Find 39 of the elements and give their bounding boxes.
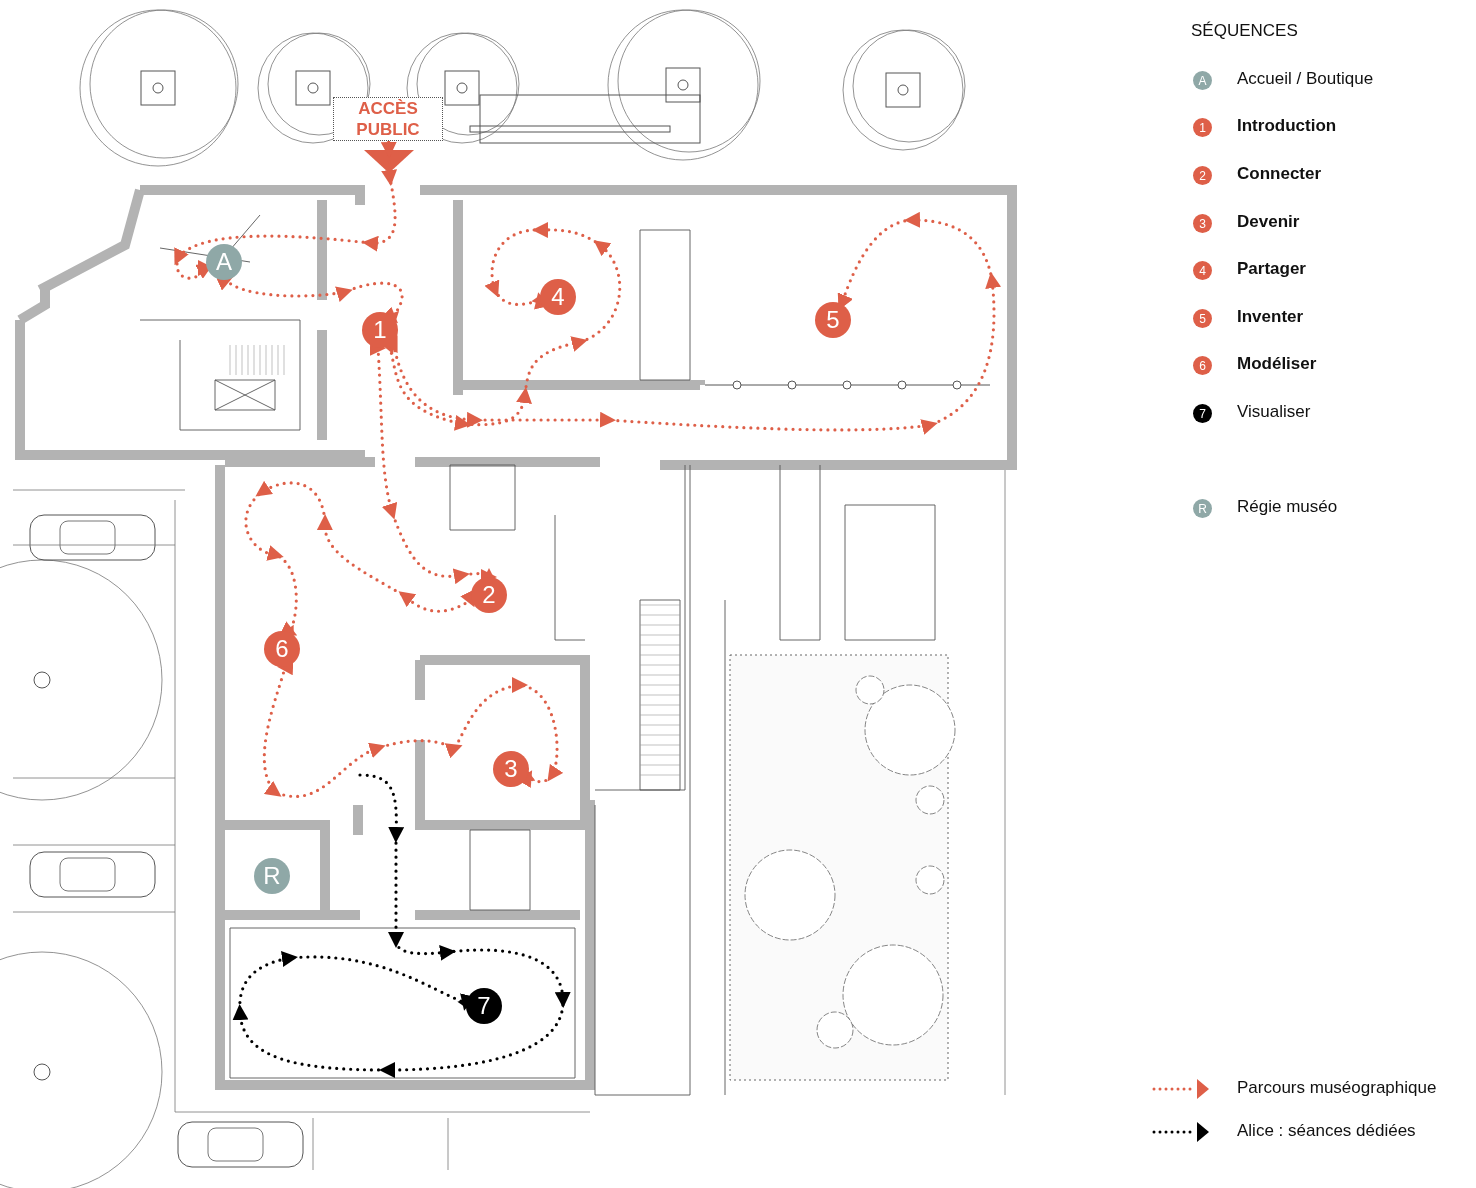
legend-text: Accueil / Boutique xyxy=(1237,69,1374,89)
legend-text: Connecter xyxy=(1237,164,1322,184)
legend-text: Alice : séances dédiées xyxy=(1237,1121,1416,1141)
legend-text: Devenir xyxy=(1237,212,1300,232)
sequence-marker: 2 xyxy=(471,577,507,613)
legend-text: Parcours muséographique xyxy=(1237,1078,1437,1098)
route-arrow xyxy=(244,481,474,636)
route-arrow xyxy=(262,665,563,799)
route-arrow xyxy=(232,773,571,1078)
route-arrow xyxy=(174,139,397,280)
entrance-label: ACCÈS PUBLIC xyxy=(333,97,443,141)
legend-heading: SÉQUENCES xyxy=(1191,21,1298,41)
sequence-marker: 5 xyxy=(815,302,851,338)
legend-badge: 4 xyxy=(1193,261,1212,280)
sequence-marker: 3 xyxy=(493,751,529,787)
legend-text: Introduction xyxy=(1237,116,1337,136)
route-arrow xyxy=(217,278,404,322)
legend-badge: A xyxy=(1193,71,1212,90)
route-arrow xyxy=(370,346,497,584)
route-arrow xyxy=(390,212,1001,435)
legend-text: Modéliser xyxy=(1237,354,1317,374)
sequence-marker: A xyxy=(206,244,242,280)
legend-badge: R xyxy=(1193,499,1212,518)
legend-text: Régie muséo xyxy=(1237,497,1338,517)
route-arrow xyxy=(386,222,622,431)
sequence-marker: 6 xyxy=(264,631,300,667)
sequence-marker: 4 xyxy=(540,279,576,315)
legend-badge: 2 xyxy=(1193,166,1212,185)
legend-badge: 3 xyxy=(1193,214,1212,233)
legend-text: Visualiser xyxy=(1237,402,1311,422)
legend-text: Inventer xyxy=(1237,307,1304,327)
sequence-marker: R xyxy=(254,858,290,894)
legend-badge: 1 xyxy=(1193,118,1212,137)
legend-badge: 6 xyxy=(1193,356,1212,375)
legend-text: Partager xyxy=(1237,259,1306,279)
sequence-marker: 7 xyxy=(466,988,502,1024)
legend-badge: 5 xyxy=(1193,309,1212,328)
sequence-marker: 1 xyxy=(362,312,398,348)
legend-badge: 7 xyxy=(1193,404,1212,423)
